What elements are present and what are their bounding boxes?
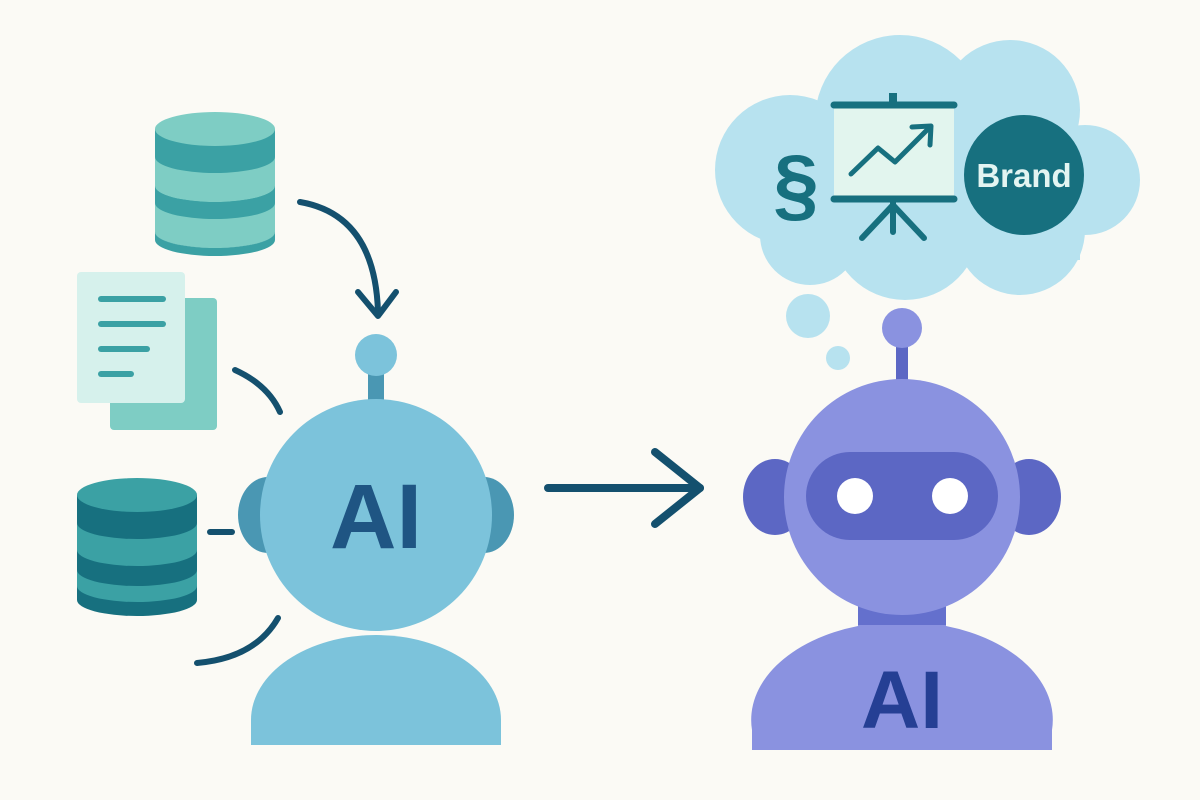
brand-label: Brand — [976, 157, 1071, 194]
connector-lines — [194, 199, 399, 666]
left-robot: AI — [238, 334, 514, 745]
arrow-head-down-icon — [355, 289, 399, 319]
brand-badge-icon: Brand — [964, 115, 1084, 235]
robot-head — [260, 399, 492, 631]
thought-bubble-small — [826, 346, 850, 370]
robot-body — [751, 603, 1053, 750]
eye-left — [837, 478, 873, 514]
presentation-chart-icon — [830, 93, 958, 241]
connector-docs — [232, 367, 283, 415]
right-robot-label: AI — [861, 655, 943, 746]
antenna-ball — [355, 334, 397, 376]
thought-bubble-large — [786, 294, 830, 338]
robot-body — [251, 635, 501, 745]
visor — [806, 452, 998, 540]
right-robot: AI — [743, 308, 1061, 750]
antenna-ball — [882, 308, 922, 348]
eye-right — [932, 478, 968, 514]
antenna-stem — [896, 336, 908, 388]
curved-arrow — [297, 199, 381, 315]
left-robot-label: AI — [330, 466, 422, 568]
section-sign-icon: § — [773, 139, 819, 230]
database-icon-bottom — [77, 478, 197, 616]
arrow-right-icon — [544, 448, 704, 528]
document-icon — [77, 272, 217, 430]
connector-bottom — [194, 615, 281, 666]
database-icon-top — [155, 112, 275, 256]
